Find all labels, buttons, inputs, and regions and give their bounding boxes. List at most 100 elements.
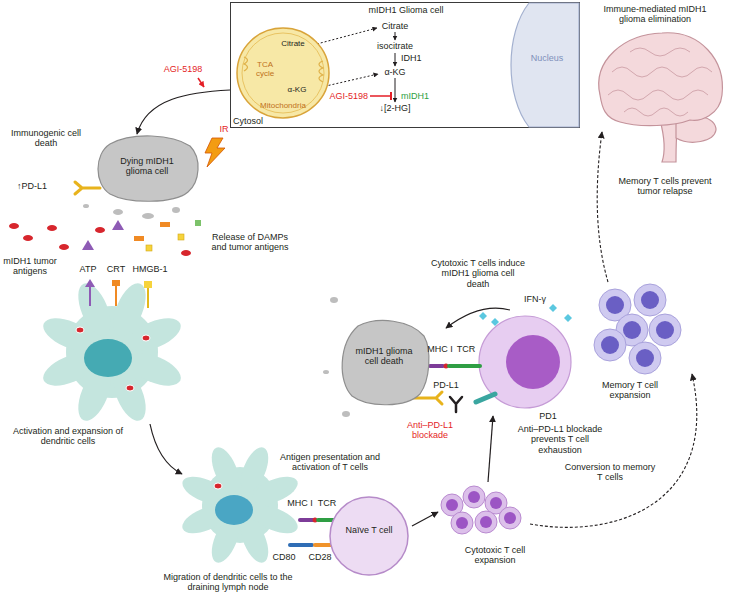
- damp-receptors: [112, 280, 120, 286]
- dendritic-nucleus: [84, 339, 132, 377]
- memory-t-nuclei: [601, 336, 619, 354]
- memory-t-nuclei: [606, 296, 624, 314]
- annotation-label: PD-L1: [430, 380, 462, 390]
- synapse-molecules: [449, 364, 480, 368]
- cytotoxic-t-cells: [463, 486, 485, 508]
- cytotoxic-t-cells: [441, 486, 521, 534]
- synapse-molecules: [290, 518, 335, 546]
- annotation-label: IDH1: [401, 53, 431, 63]
- memory-t-cells: [594, 329, 626, 361]
- damp-receptors: [115, 286, 117, 306]
- annotation-label: Memory T cells prevent tumor relapse: [615, 176, 715, 197]
- ifn-molecules: [479, 312, 487, 320]
- dendritic-nucleus: [215, 495, 253, 525]
- cell-debris: [323, 370, 329, 374]
- nucleus-shape-outline: [511, 3, 579, 127]
- annotation-label: AGI-5198: [318, 91, 368, 101]
- annotation-label: mIDH1 tumor antigens: [3, 256, 57, 277]
- cytotoxic-t-nuclei: [456, 517, 468, 529]
- node-text: mIDH1 glioma cell death: [353, 346, 415, 367]
- brain: [599, 33, 723, 126]
- naive-t-cell-outline: [330, 497, 408, 575]
- dying-glioma-cell: Dying mIDH1 glioma cell: [92, 132, 202, 204]
- memory-t-nuclei: [656, 321, 674, 339]
- memory-t-cells: [634, 284, 666, 316]
- synapse-molecules: [300, 518, 313, 522]
- annotation-label: Release of DAMPs and tumor antigens: [207, 232, 293, 253]
- mitochondria-shape-outline: [244, 57, 248, 71]
- cell-debris: [342, 411, 350, 417]
- annotation-label: Memory T cell expansion: [590, 380, 670, 401]
- node-text: α-KG: [282, 85, 312, 94]
- memory-t-cells: [594, 284, 681, 374]
- presented-antigen: [126, 385, 134, 391]
- annotation-label: ↓[2-HG]: [373, 103, 417, 113]
- presented-antigen: [76, 327, 150, 391]
- node-text: Naïve T cell: [340, 525, 398, 535]
- synapse-molecules: [290, 543, 312, 547]
- dying-glioma-cell-outline: [98, 136, 198, 201]
- synapse-molecules: [430, 364, 443, 368]
- ifn-molecules: [491, 318, 499, 326]
- annotation-label: Cytotoxic T cell expansion: [455, 545, 535, 566]
- memory-t-cells: [649, 314, 681, 346]
- annotation-label: Anti–PD-L1 blockade prevents T cell exha…: [513, 424, 607, 455]
- memory-t-nuclei: [636, 349, 654, 367]
- dendritic-cell: [124, 312, 186, 357]
- mitochondria-shape: CitrateTCA cycleα-KGMitochondria: [235, 27, 331, 119]
- brain-gyri: [612, 67, 712, 77]
- cytotoxic-t-nuclei: [480, 516, 492, 528]
- annotation-label: IFN-γ: [519, 294, 551, 304]
- annotation-label: Cytotoxic T cells induce mIDH1 glioma ce…: [430, 258, 526, 289]
- dying-glioma-cell-outline: [342, 321, 429, 405]
- cytotoxic-t-cells: [499, 507, 521, 529]
- radiation-bolt: [205, 138, 225, 167]
- node-text: TCA cycle: [250, 60, 280, 78]
- cytotoxic-t-nuclei: [446, 491, 516, 529]
- annotation-label: AGI-5198: [153, 64, 213, 74]
- annotation-label: Immunogenic cell death: [4, 128, 88, 149]
- damp-molecules: [146, 245, 152, 251]
- tumor-antigens: [47, 225, 57, 231]
- annotation-label: PD1: [536, 411, 560, 421]
- drug-arrow: [198, 78, 204, 87]
- inhibitor-symbol: [370, 92, 391, 100]
- annotation-label: Cytosol: [228, 116, 268, 126]
- annotation-label: Conversion to memory T cells: [564, 462, 656, 483]
- cytotoxic-t-nuclei: [504, 512, 516, 524]
- cytotoxic-t-cells: [451, 512, 473, 534]
- pd-l1-receptor: [75, 182, 100, 194]
- node-text: mIDH1 Glioma cell: [306, 5, 506, 15]
- cell-debris: [113, 209, 123, 215]
- annotation-label: TCR: [455, 344, 477, 354]
- presented-antigen: [76, 327, 84, 333]
- annotation-label: Antigen presentation and activation of T…: [270, 452, 390, 473]
- flow-arrow: [488, 416, 493, 482]
- damp-molecules: [82, 240, 94, 250]
- presented-antigen: [142, 335, 150, 341]
- annotation-label: α-KG: [380, 67, 410, 77]
- damp-receptors: [144, 281, 152, 288]
- dying-glioma-cell: mIDH1 glioma cell death: [338, 318, 430, 408]
- inhibitor-symbol: [390, 92, 392, 100]
- damp-receptors: [89, 286, 91, 306]
- synapse-molecules: [315, 543, 332, 547]
- nucleus-shape: Nucleus: [499, 3, 579, 127]
- mitochondria-shape-outline: [237, 28, 329, 118]
- cytotoxic-t-nuclei: [468, 491, 480, 503]
- naive-t-cell: Naïve T cell: [329, 496, 409, 576]
- brain-gyri: [608, 48, 712, 116]
- cytotoxic-t-nuclei: [446, 499, 458, 511]
- pathway-arrows: [395, 53, 396, 66]
- annotation-label: MHC I: [426, 344, 454, 354]
- dendritic-cell: [39, 279, 186, 426]
- tumor-antigens: [95, 227, 105, 233]
- flow-arrow: [150, 424, 182, 474]
- tumor-antigens: [9, 223, 191, 256]
- annotation-label: ATP: [75, 264, 101, 274]
- damp-molecules: [178, 234, 184, 240]
- annotation-label: Immune-mediated mIDH1 glioma elimination: [594, 4, 716, 25]
- annotation-label: Activation and expansion of dendritic ce…: [3, 426, 133, 447]
- ifn-molecules: [564, 314, 572, 322]
